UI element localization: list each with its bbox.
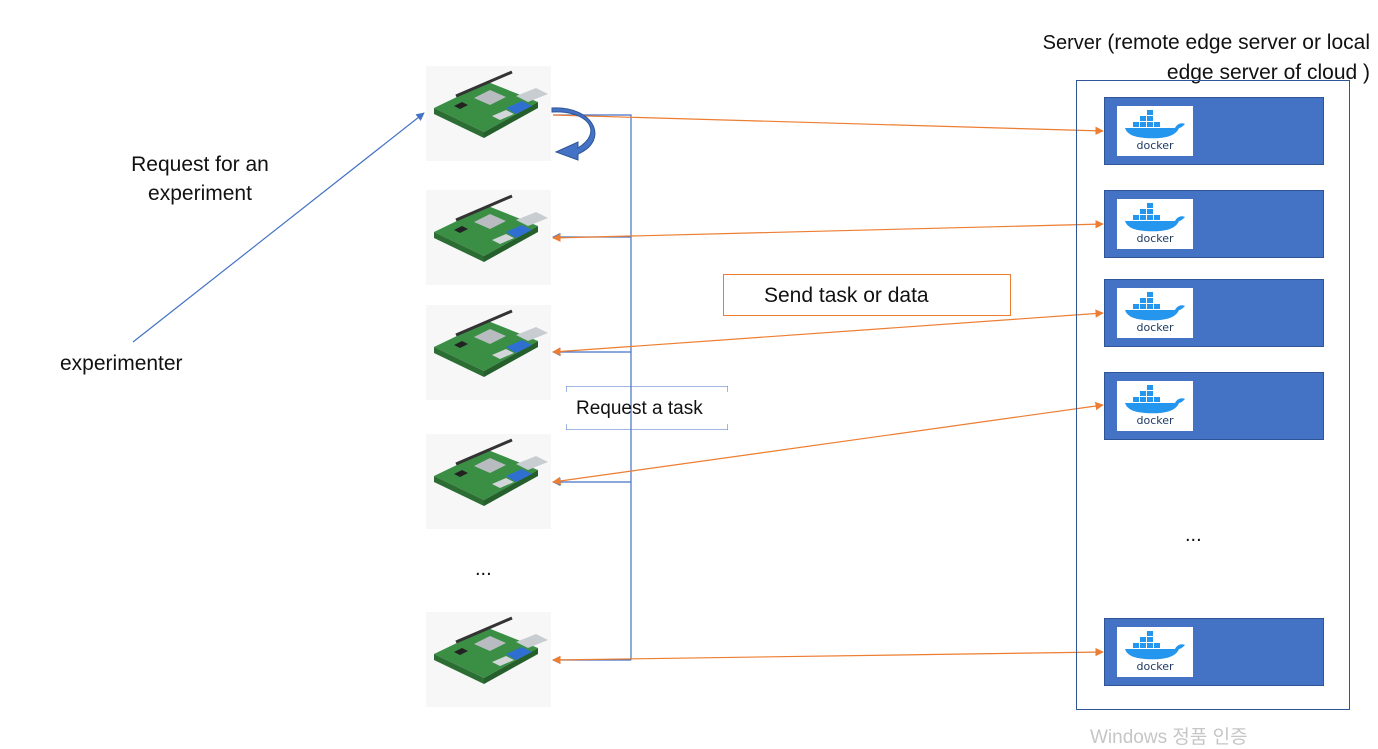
raspberry-pi-2 [426, 190, 551, 285]
docker-whale-icon [1125, 631, 1185, 660]
docker-logo: docker [1117, 381, 1193, 431]
request-task-label: Request a task [576, 398, 703, 419]
docker-container-5: docker [1104, 618, 1324, 686]
data-arrow-1 [552, 114, 1104, 135]
request-task-box: Request a task [566, 386, 728, 430]
experimenter-label: experimenter [60, 352, 183, 375]
docker-container-1: docker [1104, 97, 1324, 165]
docker-wordmark: docker [1136, 139, 1174, 152]
docker-whale-icon [1125, 292, 1185, 321]
raspberry-pi-board-icon [426, 612, 551, 707]
docker-wordmark: docker [1136, 321, 1174, 334]
docker-container-2: docker [1104, 190, 1324, 258]
docker-container-3: docker [1104, 279, 1324, 347]
container-ellipsis: ... [1185, 524, 1202, 546]
server-title-detail: (remote edge server or local edge server… [1107, 31, 1370, 84]
raspberry-pi-board-icon [426, 434, 551, 529]
docker-container-4: docker [1104, 372, 1324, 440]
docker-logo: docker [1117, 106, 1193, 156]
raspberry-pi-board-icon [426, 66, 551, 161]
send-task-label: Send task or data [764, 284, 929, 307]
request-experiment-label: Request for an experiment [131, 153, 269, 205]
data-arrow-3 [552, 309, 1104, 356]
raspberry-pi-5 [426, 612, 551, 707]
experiment-request-arrow [132, 112, 425, 343]
server-title-word: Server [1042, 32, 1102, 54]
server-panel [1076, 80, 1350, 710]
raspberry-pi-1 [426, 66, 551, 161]
send-task-box: Send task or data [723, 274, 1011, 316]
raspberry-pi-4 [426, 434, 551, 529]
docker-logo: docker [1117, 627, 1193, 677]
data-arrow-2 [552, 219, 1104, 243]
server-title: Server (remote edge server or local edge… [1040, 28, 1370, 87]
raspberry-pi-3 [426, 305, 551, 400]
curved-loop-arrow-icon [551, 107, 596, 161]
docker-logo: docker [1117, 288, 1193, 338]
docker-whale-icon [1125, 110, 1185, 139]
windows-activation-watermark: Windows 정품 인증 [1090, 727, 1248, 748]
docker-wordmark: docker [1136, 660, 1174, 673]
docker-logo: docker [1117, 199, 1193, 249]
docker-whale-icon [1125, 203, 1185, 232]
raspberry-pi-board-icon [426, 190, 551, 285]
docker-wordmark: docker [1136, 232, 1174, 245]
data-arrow-4 [552, 401, 1104, 486]
data-arrow-5 [552, 647, 1104, 665]
raspberry-pi-board-icon [426, 305, 551, 400]
docker-wordmark: docker [1136, 414, 1174, 427]
device-ellipsis: ... [475, 558, 492, 580]
docker-whale-icon [1125, 385, 1185, 414]
